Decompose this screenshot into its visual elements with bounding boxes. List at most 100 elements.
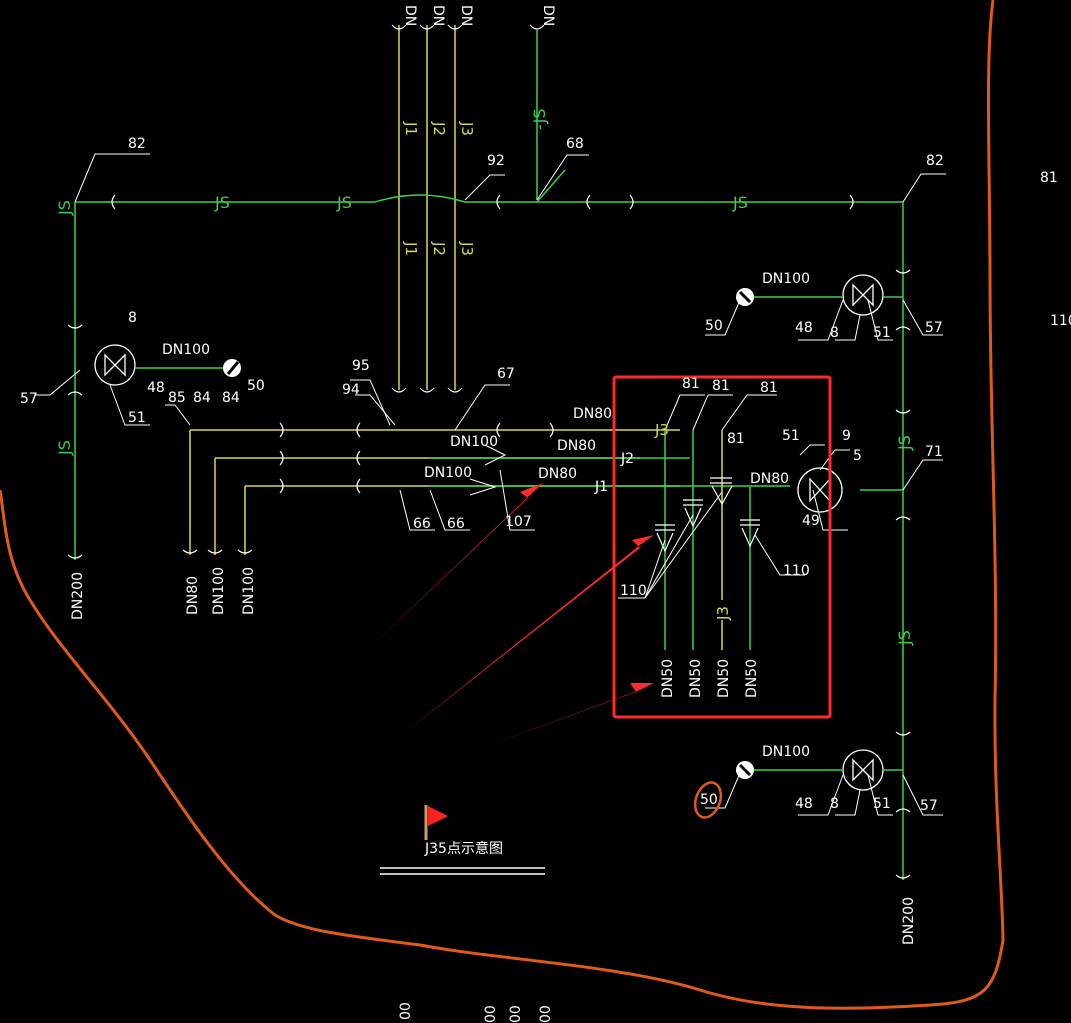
flag-caption: J35点示意图 [424, 840, 503, 857]
dn200-label: DN200 [70, 572, 86, 620]
label-49: 49 [802, 513, 820, 529]
dn80-label: DN80 [185, 576, 201, 615]
bottom-mark: 00 [538, 1005, 554, 1023]
label-92: 92 [487, 153, 505, 169]
edge-label-110: 110 [1050, 313, 1071, 329]
label-94: 94 [342, 382, 360, 398]
dn200-label: DN200 [901, 897, 917, 945]
j3-row-label: J3 [654, 421, 669, 439]
label-66: 66 [447, 516, 465, 532]
label-110: 110 [620, 583, 647, 599]
js-vertical-label: JS [55, 440, 74, 456]
label-68: 68 [566, 136, 584, 152]
label-81: 81 [760, 380, 778, 396]
box-verticals [664, 430, 751, 650]
label-84: 84 [222, 390, 240, 406]
dn100-label: DN100 [211, 567, 227, 615]
bottom-mark: 00 [483, 1005, 499, 1023]
j-label: J2 [430, 121, 448, 136]
highlight-box [612, 375, 832, 719]
js-label: JS [732, 193, 748, 212]
js-vertical-label: -JS [530, 108, 549, 130]
branch-rows-green [430, 457, 903, 491]
label-48: 48 [795, 796, 813, 812]
pipe-break-marks [67, 24, 911, 879]
water-meter-right-top [842, 274, 884, 316]
dn50-label: DN50 [688, 659, 704, 698]
label-51: 51 [782, 428, 800, 444]
meter-branches [135, 296, 903, 771]
label-71: 71 [925, 444, 943, 460]
circled-50 [693, 781, 723, 819]
label-51: 51 [128, 410, 146, 426]
j2-row-label: J2 [620, 451, 634, 467]
edge-label-81: 81 [1040, 170, 1058, 186]
red-arrows [362, 483, 654, 752]
dn100-label: DN100 [424, 465, 472, 481]
js-vertical-label: JS [895, 435, 914, 451]
dn100-label: DN100 [762, 271, 810, 287]
leader-lines [35, 153, 946, 816]
j-label: J3 [458, 121, 476, 136]
label-85: 85 [168, 390, 186, 406]
water-meter-right-mid [797, 467, 843, 513]
j3-vertical-label: J3 [714, 606, 732, 621]
label-48: 48 [795, 320, 813, 336]
label-82: 82 [128, 136, 146, 152]
js-label: JS [336, 193, 352, 212]
dn-top-label: DN [540, 5, 556, 26]
backflow-valves [655, 477, 760, 553]
dn100-label: DN100 [162, 342, 210, 358]
dn-top-label: DN [430, 5, 446, 26]
dn-top-label: DN [402, 5, 418, 26]
label-110: 110 [783, 563, 810, 579]
label-57: 57 [925, 320, 943, 336]
js-vertical-label: JS [55, 200, 74, 216]
j1-row-label: J1 [594, 479, 608, 495]
bottom-mark: 00 [508, 1005, 524, 1023]
label-8: 8 [830, 796, 839, 812]
dn80-label: DN80 [750, 471, 789, 487]
dn80-label: DN80 [557, 438, 596, 454]
dn50-label: DN50 [716, 659, 732, 698]
label-50: 50 [700, 792, 718, 808]
dn50-label: DN50 [744, 659, 760, 698]
water-meter-left [94, 344, 136, 386]
dn-top-label: DN [458, 5, 474, 26]
label-82: 82 [926, 153, 944, 169]
label-8: 8 [128, 310, 137, 326]
riser-j1-j2-j3 [398, 25, 456, 390]
label-81: 81 [682, 376, 700, 392]
site-boundary [0, 0, 1005, 1010]
label-95: 95 [352, 358, 370, 374]
js-vertical-label: JS [895, 630, 914, 646]
label-81: 81 [727, 431, 745, 447]
dn50-label: DN50 [660, 659, 676, 698]
red-flag-icon [424, 805, 448, 840]
label-50: 50 [247, 378, 265, 394]
label-84: 84 [193, 390, 211, 406]
label-8: 8 [830, 325, 839, 341]
label-81: 81 [712, 378, 730, 394]
label-107: 107 [505, 514, 532, 530]
j-label: J3 [458, 241, 476, 256]
gauge-icons [223, 288, 754, 779]
label-5: 5 [853, 448, 862, 464]
js-label: JS [214, 193, 230, 212]
label-57: 57 [20, 391, 38, 407]
label-51: 51 [873, 796, 891, 812]
label-51: 51 [873, 325, 891, 341]
label-50: 50 [705, 318, 723, 334]
label-66: 66 [413, 516, 431, 532]
dn100-label: DN100 [762, 744, 810, 760]
dn80-label: DN80 [538, 466, 577, 482]
water-meter-right-bottom [842, 749, 884, 791]
j-label: J2 [430, 241, 448, 256]
j-label: J1 [402, 121, 420, 136]
bottom-mark: 00 [398, 1002, 414, 1020]
label-67: 67 [497, 366, 515, 382]
j-label: J1 [402, 241, 420, 256]
label-48: 48 [147, 380, 165, 396]
dn80-label: DN80 [573, 406, 612, 422]
